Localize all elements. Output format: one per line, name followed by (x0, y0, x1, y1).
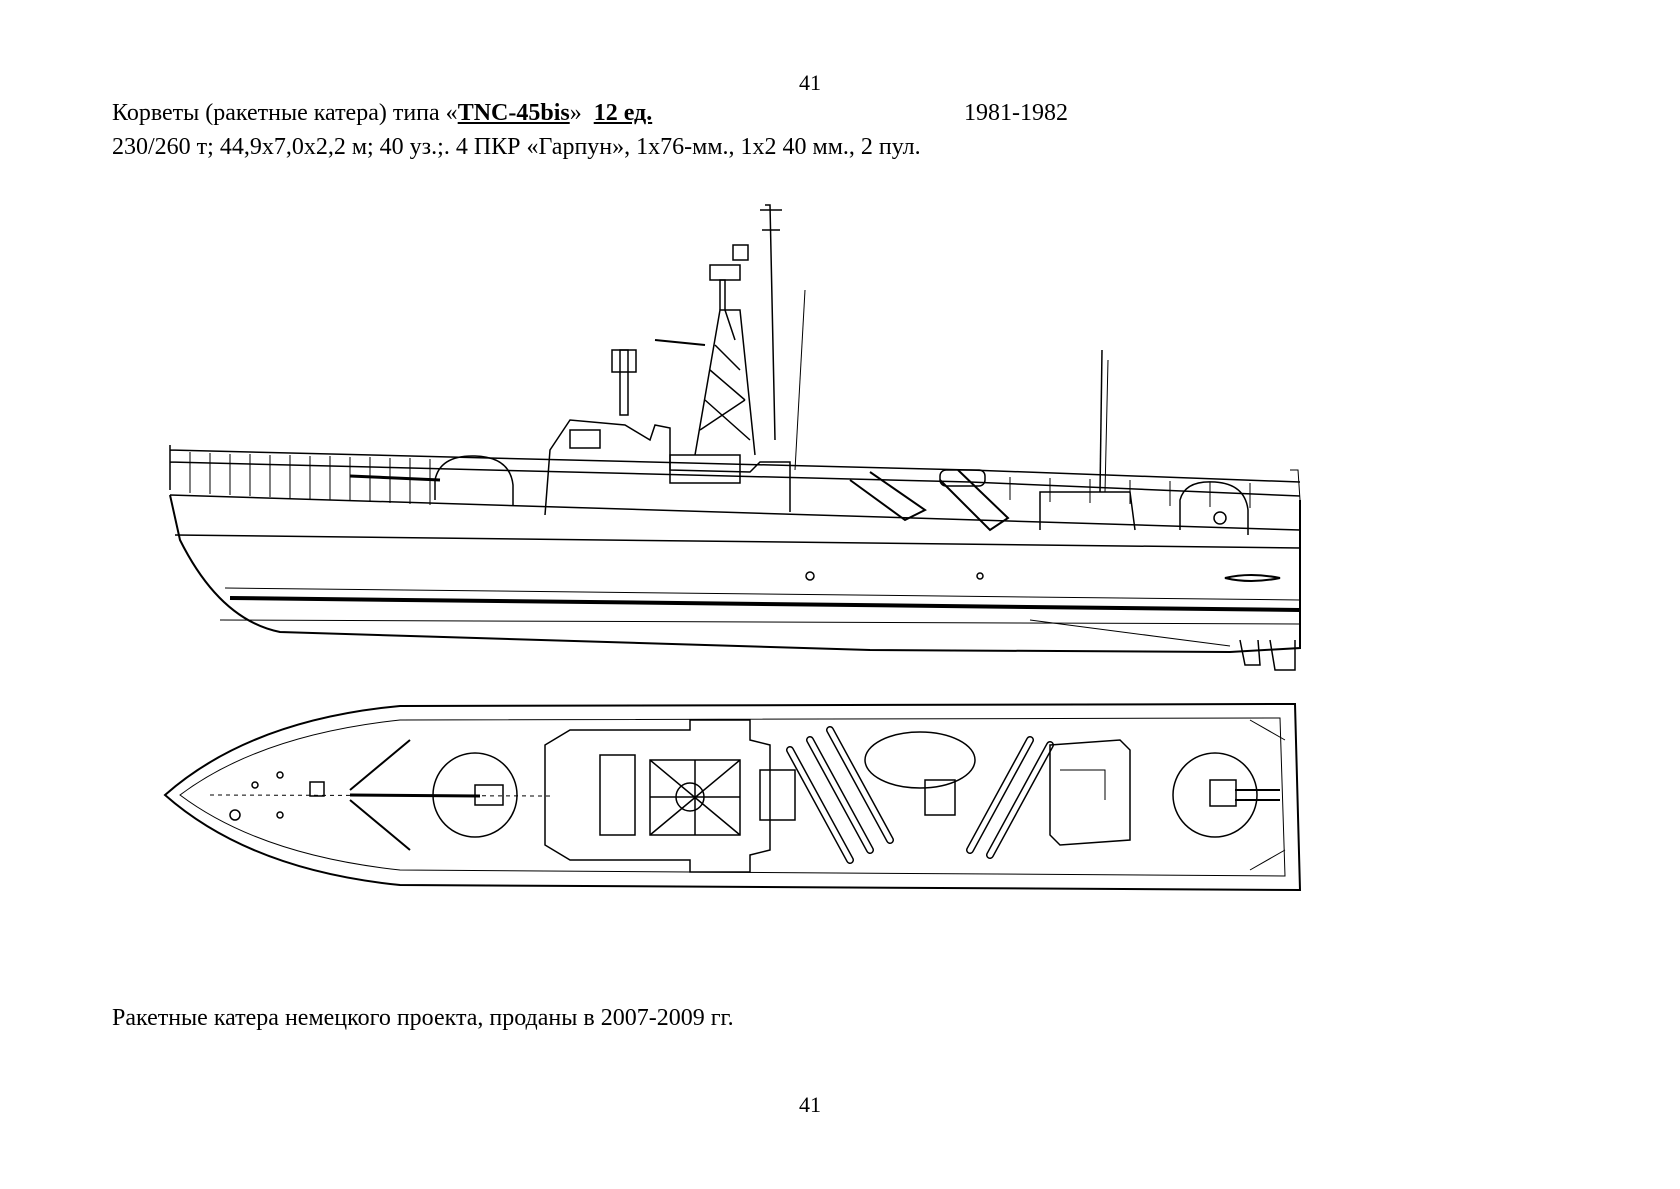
ship-type-name: TNC-45bis (457, 100, 570, 126)
page-number-bottom: 41 (799, 1092, 821, 1117)
specifications-line: 230/260 т; 44,9х7,0х2,2 м; 40 уз.;. 4 ПК… (112, 134, 921, 160)
title-closing-quote: » (569, 100, 582, 126)
page-number-top: 41 (799, 70, 821, 95)
ship-side-profile (169, 204, 1301, 671)
title-prefix: Корветы (ракетные катера) типа « (112, 100, 458, 126)
unit-count: 12 ед. (593, 100, 653, 126)
title-line: Корветы (ракетные катера) типа «TNC-45bi… (112, 100, 652, 127)
ship-drawing (163, 204, 1302, 892)
figure-caption: Ракетные катера немецкого проекта, прода… (112, 1005, 734, 1031)
ship-top-view (163, 702, 1302, 892)
service-years: 1981-1982 (964, 100, 1068, 126)
